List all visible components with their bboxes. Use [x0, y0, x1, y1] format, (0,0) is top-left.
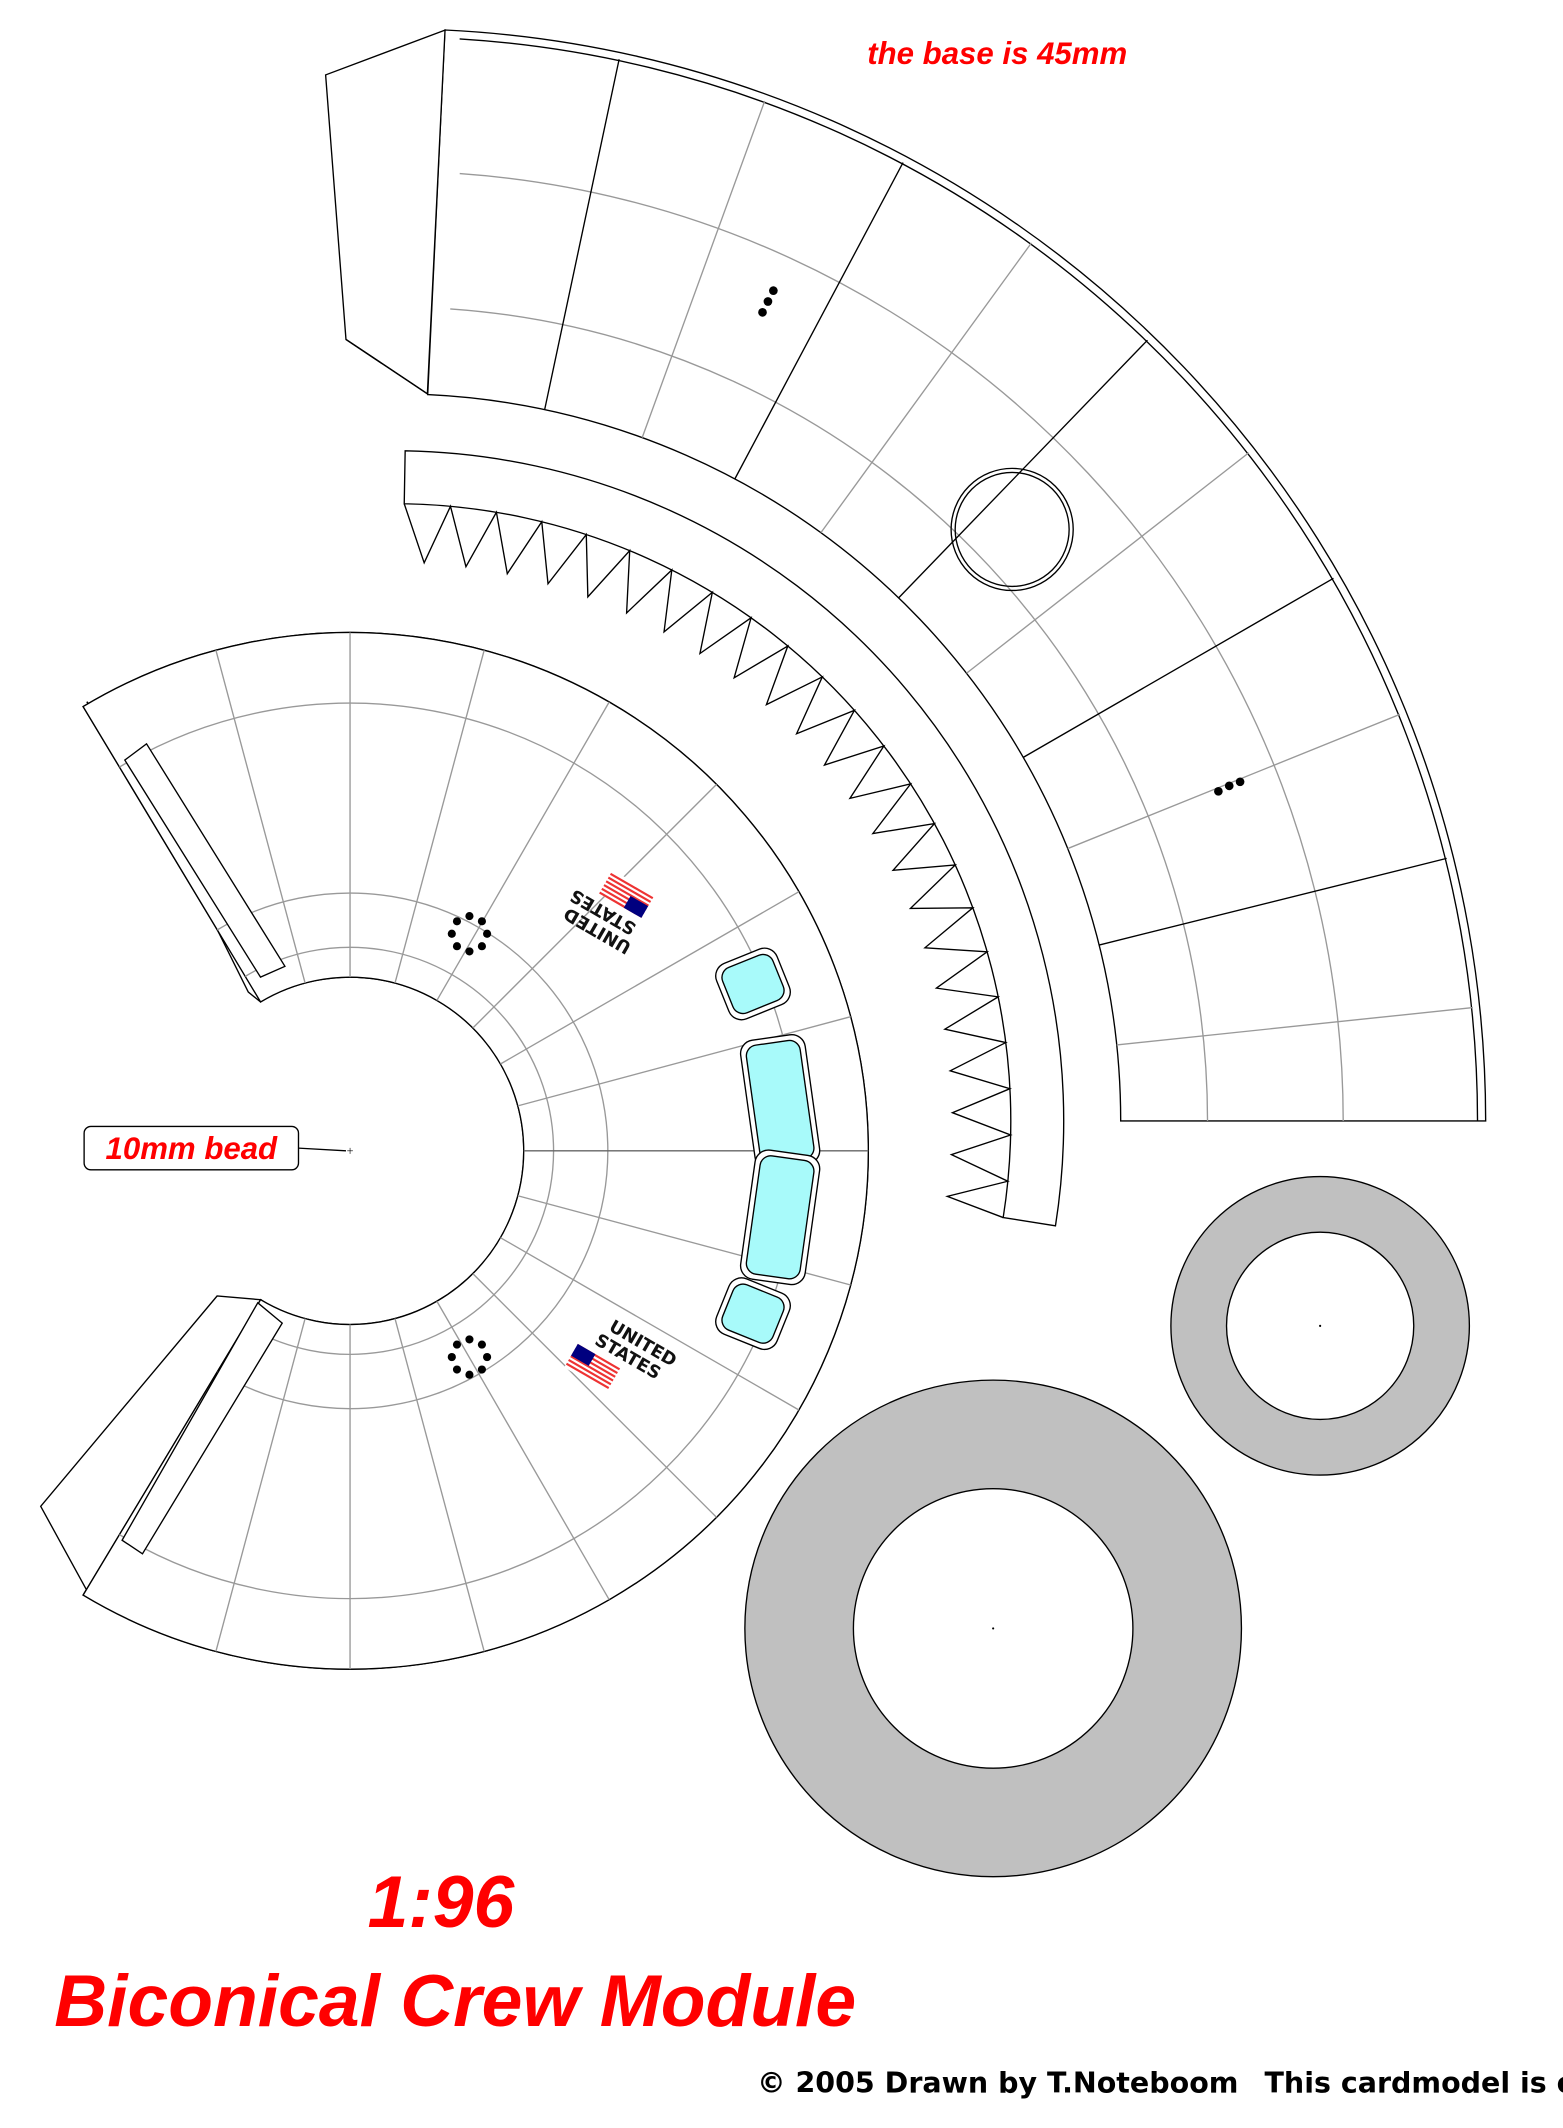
flap-edge [345, 338, 428, 395]
rivet-dot [1214, 786, 1223, 796]
svg-text:+: + [347, 1144, 354, 1158]
hatch-circle [950, 467, 1074, 592]
rivet-dot [483, 929, 492, 938]
flap-slot-top [123, 742, 286, 979]
model-title: Biconical Crew Module [54, 1960, 856, 2042]
small-ring [1170, 1175, 1471, 1476]
fan-radial-line [215, 650, 306, 984]
hull-panel-line [820, 242, 1033, 534]
lower-fan-piece [39, 631, 870, 1670]
hull-panel-line [1022, 577, 1334, 758]
fan-radial-line [436, 1300, 610, 1601]
base-note: the base is 45mm [867, 36, 1127, 71]
upper-hull-piece [324, 29, 1487, 1122]
hull-outline [427, 29, 1487, 1122]
rivet-dot [465, 1370, 474, 1379]
rivet-dot [1235, 777, 1245, 787]
flap-slot-bottom [121, 1301, 284, 1555]
fan-radial-line [215, 1318, 306, 1652]
window [739, 1034, 821, 1170]
hull-panel-line [966, 452, 1250, 674]
fan-radial-line [472, 1273, 718, 1518]
rivet-dot [477, 917, 486, 926]
rivet-dot [447, 1352, 456, 1362]
hull-outer-edge [459, 38, 1479, 1121]
rivet-dot [447, 929, 456, 938]
rivet-dot [477, 942, 486, 951]
fan-radial-line [500, 891, 800, 1065]
hull-panel-line [543, 59, 620, 410]
rivet-dot [763, 297, 773, 306]
rivet-dot [465, 912, 474, 921]
windows [715, 947, 821, 1351]
large-ring [744, 1379, 1243, 1878]
rivet-dot [477, 1340, 486, 1349]
us-flag-icon [564, 1343, 621, 1392]
fan-radial-line [394, 650, 485, 984]
window [715, 947, 791, 1021]
band-outline [403, 450, 1065, 1227]
hull-panel-line [1116, 1006, 1474, 1046]
rivet-dot [769, 286, 778, 295]
bead-callout: 10mm bead + [83, 1125, 354, 1171]
hull-panel-line [734, 162, 904, 480]
license-text: This cardmodel is c [1265, 2066, 1563, 2099]
rivet-dot [758, 308, 767, 317]
hull-panel-line [1067, 713, 1401, 850]
rivet-dots [447, 286, 1245, 1379]
rivet-dot [477, 1365, 486, 1374]
hull-guide-arc [450, 308, 1209, 1121]
window [739, 1149, 821, 1286]
rivet-dot [452, 1365, 462, 1374]
rivet-dot [452, 1340, 462, 1349]
hull-panel-line [641, 100, 766, 438]
hull-guide-arc [459, 172, 1344, 1121]
rivet-dot [465, 1335, 474, 1344]
fan-radial-line [500, 1237, 800, 1411]
rivet-dot [1224, 781, 1234, 791]
rivet-dot [452, 917, 462, 926]
us-flag-icon [599, 870, 655, 918]
rivet-dot [452, 942, 462, 951]
credit-text: © 2005 Drawn by T.Noteboom [757, 2066, 1238, 2099]
fan-radial-line [517, 1016, 851, 1107]
hull-panel-line [1098, 857, 1447, 946]
window [715, 1277, 791, 1351]
fan-radial-line [394, 1318, 485, 1652]
rivet-dot [483, 1352, 492, 1362]
rivet-dot [465, 947, 474, 956]
fan-body [82, 631, 870, 1670]
bead-note: 10mm bead [106, 1131, 279, 1166]
hull-flap [324, 29, 446, 395]
hatch-circle-inner [954, 471, 1070, 588]
fan-radial-line [472, 783, 718, 1029]
scale-label: 1:96 [368, 1861, 516, 1943]
